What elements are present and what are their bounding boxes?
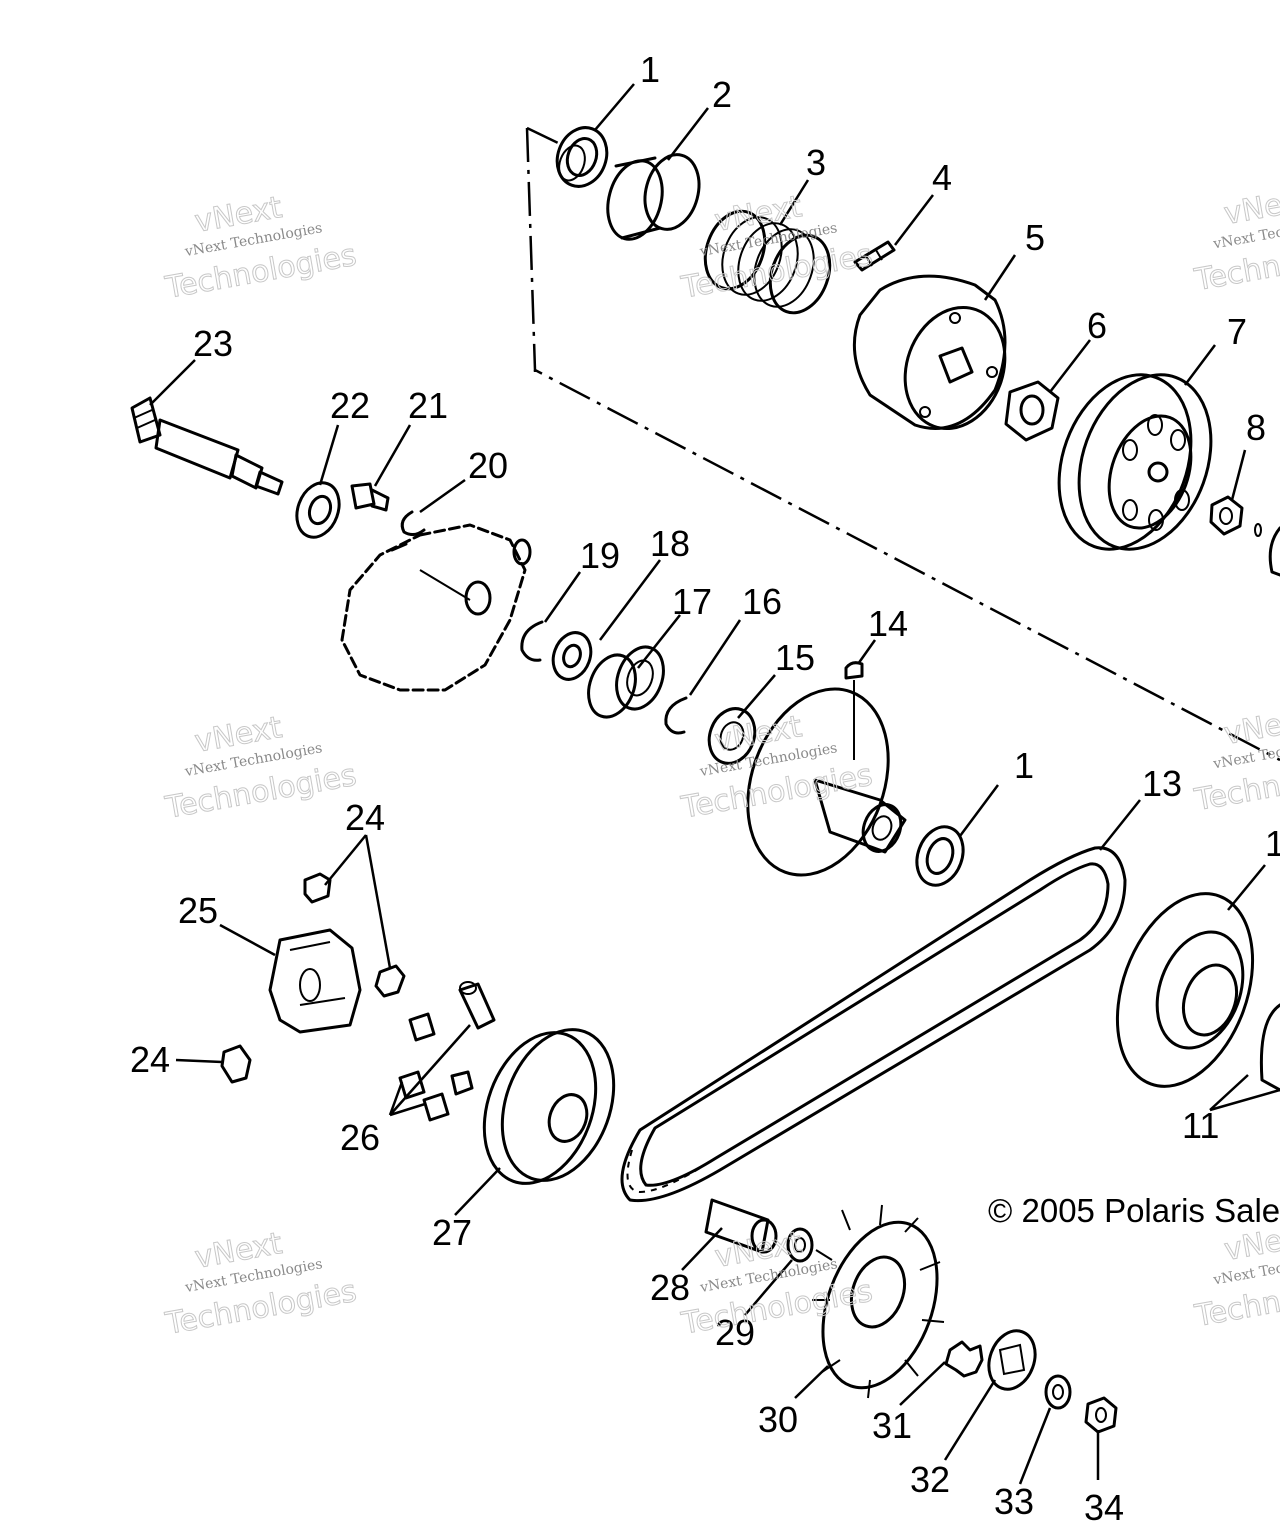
svg-text:vNext: vNext	[1221, 702, 1280, 752]
callout-26: 26	[340, 1117, 380, 1158]
part-2-bushing	[606, 153, 701, 241]
callout-19: 19	[580, 535, 620, 576]
callout-4: 4	[932, 157, 952, 198]
part-5-clutch	[852, 274, 1007, 431]
part-17-needle-bearing	[587, 645, 665, 719]
part-16-circlip	[664, 696, 688, 735]
part-6-nut	[1004, 380, 1060, 442]
part-32-plate	[987, 1329, 1037, 1391]
assembly-boundary-top	[526, 126, 559, 145]
part-23-kick-shaft	[130, 396, 284, 496]
svg-text:vNext: vNext	[1221, 182, 1280, 232]
part-30-fan	[812, 1204, 945, 1399]
callout-33: 33	[994, 1481, 1034, 1522]
callout-24-bottom: 24	[130, 1039, 170, 1080]
callout-15: 15	[775, 637, 815, 678]
callout-11: 11	[1182, 1105, 1219, 1146]
part-1-seal-top	[555, 126, 609, 188]
callout-14: 14	[868, 603, 908, 644]
callout-24-top: 24	[345, 797, 385, 838]
callout-23: 23	[193, 323, 233, 364]
part-33-washer	[1044, 1374, 1072, 1410]
part-19-circlip	[520, 620, 544, 662]
callout-34: 34	[1084, 1487, 1124, 1528]
part-12-driven-pulley	[1115, 892, 1280, 1092]
callout-28: 28	[650, 1267, 690, 1308]
part-28-bushing	[704, 1198, 778, 1254]
copyright-notice: © 2005 Polaris Sale	[988, 1192, 1280, 1229]
watermark-3: vNext vNext Technologies Technologies	[1191, 182, 1280, 299]
watermark-7: vNext vNext Technologies Technologies	[162, 1226, 360, 1343]
callout-20: 20	[468, 445, 508, 486]
callout-1-lower: 1	[1014, 745, 1034, 786]
part-4-pin	[853, 240, 896, 272]
part-7-clutch-drum	[1057, 373, 1213, 551]
part-14-plug	[844, 661, 864, 760]
part-26-rollers	[398, 981, 496, 1122]
part-24-slider-bottom	[220, 1044, 252, 1084]
part-3-spring	[703, 209, 832, 315]
part-21-bolt	[350, 482, 390, 512]
watermark-6: vNext vNext Technologies Technologies	[1191, 702, 1280, 819]
part-34-nut	[1084, 1396, 1118, 1434]
callout-21: 21	[408, 385, 448, 426]
callout-32: 32	[910, 1459, 950, 1500]
callout-7: 7	[1227, 311, 1247, 352]
callout-29: 29	[715, 1312, 755, 1353]
part-20-clip	[390, 510, 426, 552]
part-24-slider-top	[303, 872, 332, 904]
part-31-star-washer	[944, 1340, 984, 1378]
callout-1-top: 1	[640, 49, 660, 90]
callout-8: 8	[1246, 407, 1266, 448]
gasket-cover	[340, 523, 532, 692]
part-25-ramp-plate	[268, 928, 362, 1034]
callout-30: 30	[758, 1399, 798, 1440]
part-22-bearing	[295, 481, 341, 539]
watermark-5: vNext vNext Technologies Technologies	[678, 709, 876, 827]
watermark-1: vNext vNext Technologies Technologies	[162, 190, 360, 307]
callout-31: 31	[872, 1405, 912, 1446]
part-8-nut	[1209, 495, 1280, 577]
callout-13: 13	[1142, 763, 1182, 804]
part-27-drive-pulley	[482, 1028, 616, 1185]
callout-25: 25	[178, 890, 218, 931]
part-15-bearing	[707, 707, 757, 765]
part-1-seal-lower	[915, 825, 965, 887]
callout-16: 16	[742, 581, 782, 622]
callout-22: 22	[330, 385, 370, 426]
part-29-washer	[786, 1227, 814, 1263]
callout-18: 18	[650, 523, 690, 564]
callout-12-partial: 1	[1265, 823, 1280, 864]
driven-face	[746, 687, 907, 877]
callout-5: 5	[1025, 217, 1045, 258]
callout-6: 6	[1087, 305, 1107, 346]
callout-17: 17	[672, 581, 712, 622]
callout-labels: 1 2 3 4 5 6 7 8 23 22 21 20 19 18 17 16 …	[130, 49, 1280, 1528]
leader-lines	[149, 83, 1280, 1485]
callout-27: 27	[432, 1212, 472, 1253]
part-18-washer	[551, 631, 593, 681]
watermark-4: vNext vNext Technologies Technologies	[162, 710, 360, 827]
watermark-8: vNext vNext Technologies Technologies	[678, 1225, 876, 1343]
part-13-drive-belt	[620, 846, 1127, 1203]
part-24-slider-mid	[374, 964, 406, 998]
callout-3: 3	[806, 142, 826, 183]
callout-2: 2	[712, 74, 732, 115]
